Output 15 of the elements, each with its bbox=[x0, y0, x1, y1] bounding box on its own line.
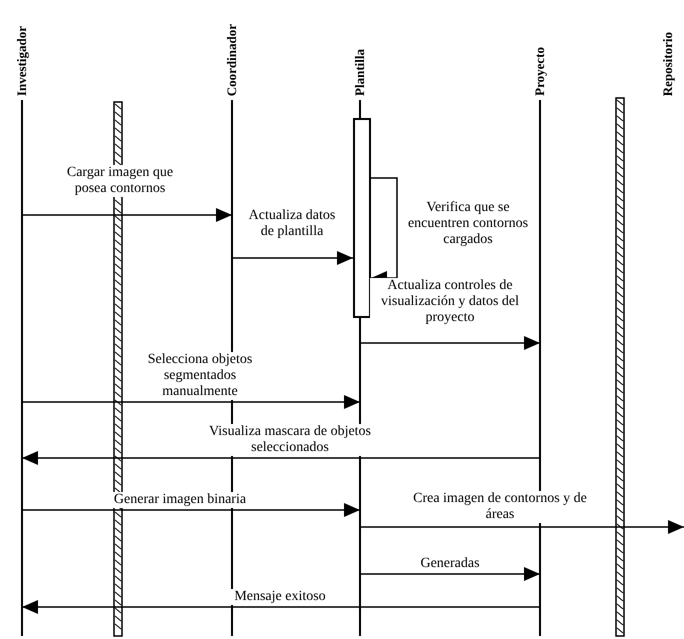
participant-name: Proyecto bbox=[532, 47, 548, 96]
participant-name: Plantilla bbox=[352, 49, 368, 96]
message-arrow bbox=[22, 208, 232, 222]
participant-name: Repositorio bbox=[660, 32, 676, 96]
message-arrow bbox=[22, 503, 360, 517]
activation-bar bbox=[353, 118, 371, 318]
message-arrow bbox=[22, 395, 360, 409]
message-arrow bbox=[360, 336, 540, 350]
participant-name: Investigador bbox=[14, 26, 30, 96]
message-arrow bbox=[22, 600, 540, 614]
message-arrow bbox=[360, 567, 540, 581]
message-arrow bbox=[22, 451, 540, 465]
message-arrow bbox=[232, 251, 353, 265]
participant-name: Coordinador bbox=[224, 24, 240, 96]
message-arrow bbox=[360, 520, 684, 534]
